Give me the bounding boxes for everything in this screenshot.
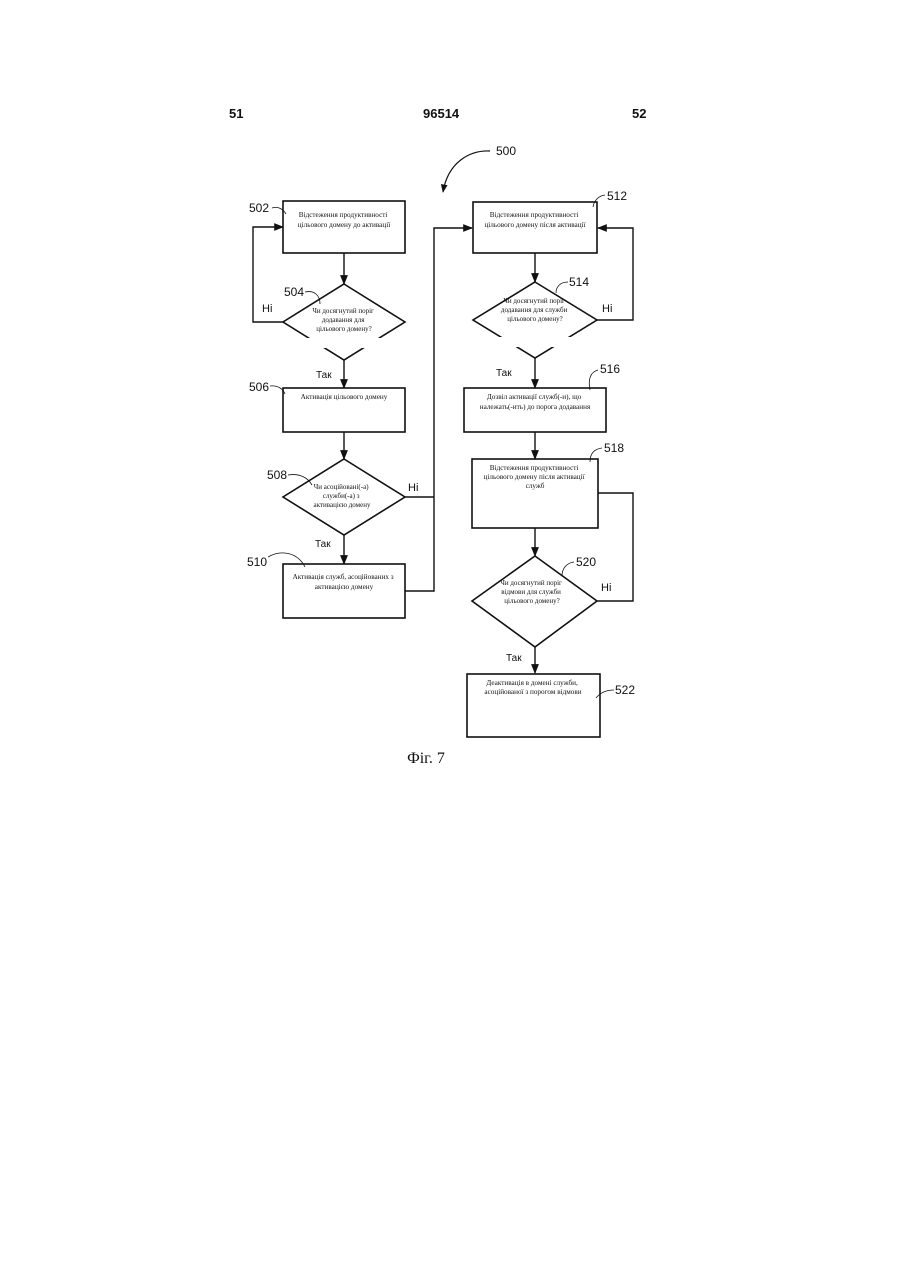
ref-516: 516: [600, 362, 620, 376]
decision-514-gap: [482, 337, 588, 347]
node-504-text: Чи досягнутий поріг додавання для цільов…: [312, 307, 375, 333]
ref-502: 502: [249, 201, 269, 215]
reference-arrow-500: [443, 151, 490, 192]
ref-508: 508: [267, 468, 287, 482]
connector-510-to-512: [405, 228, 472, 591]
ref-518: 518: [604, 441, 624, 455]
node-518-text: Відстеження продуктивності цільового дом…: [484, 464, 587, 490]
node-520-text: Чи досягнутий поріг відмови для служби ц…: [500, 579, 563, 605]
leader-502: [272, 207, 286, 214]
node-502-text: Відстеження продуктивності цільового дом…: [298, 211, 390, 229]
yes-label-504: Так: [316, 370, 332, 381]
node-516-text: Дозвіл активації служб(-и), що належать(…: [480, 393, 591, 411]
no-label-514: Ні: [602, 303, 612, 315]
leader-522: [596, 690, 614, 698]
ref-510: 510: [247, 555, 267, 569]
leader-520: [562, 562, 574, 576]
node-512-text: Відстеження продуктивності цільового дом…: [484, 211, 585, 229]
figure-caption: Фіг. 7: [0, 750, 852, 768]
leader-510: [268, 553, 305, 567]
no-label-504: Ні: [262, 303, 272, 315]
node-514-text: Чи досягнутий поріг додавання для служби…: [501, 297, 569, 323]
no-label-520: Ні: [601, 582, 611, 594]
ref-504: 504: [284, 285, 304, 299]
yes-label-520: Так: [506, 653, 522, 664]
node-510-text: Активація служб, асоційованих з активаці…: [293, 573, 396, 591]
ref-500: 500: [496, 144, 516, 158]
ref-506: 506: [249, 380, 269, 394]
yes-label-508: Так: [315, 539, 331, 550]
ref-514: 514: [569, 275, 589, 289]
node-506-text: Активація цільового домену: [301, 393, 388, 401]
decision-504-gap: [292, 338, 398, 348]
ref-520: 520: [576, 555, 596, 569]
leader-518: [590, 448, 602, 462]
ref-522: 522: [615, 683, 635, 697]
leader-512: [593, 195, 605, 207]
ref-512: 512: [607, 189, 627, 203]
no-label-508: Ні: [408, 482, 418, 494]
leader-516: [589, 370, 598, 390]
node-522-text: Деактивація в домені служби, асоційовано…: [484, 679, 581, 696]
yes-label-514: Так: [496, 368, 512, 379]
leader-514: [556, 282, 568, 293]
